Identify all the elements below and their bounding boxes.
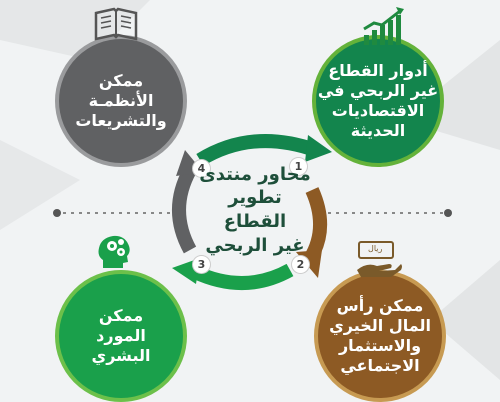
open-book-icon (94, 7, 138, 41)
node-2-number: 2 (292, 256, 309, 273)
node-3-circle: ممكن المورد البشري (55, 270, 187, 402)
node-3-line: ممكن (98, 306, 144, 325)
node-2-line: ممكن رأس (336, 296, 424, 315)
node-4-line: والتشريعات (75, 111, 167, 130)
center-title-line: غير الربحي (205, 234, 305, 256)
node-3-number: 3 (193, 256, 210, 273)
money-label: ريال (368, 244, 383, 253)
node-1-line: الاقتصاديات (331, 101, 425, 120)
node-2-line: والاستثمار (338, 336, 422, 355)
money-hand-icon: ريال (355, 240, 405, 280)
node-1-circle: أدوار القطاع غير الربحي في الاقتصاديات ا… (312, 35, 444, 167)
node-3-line: المورد (96, 326, 146, 345)
node-4-circle: ممكن الأنظمـة والتشريعات (55, 35, 187, 167)
node-1-number: 1 (290, 158, 307, 175)
center-title: محاور منتدى تطوير القطاع غير الربحي (195, 155, 315, 265)
node-4-line: الأنظمـة (88, 91, 154, 110)
node-4-number: 4 (193, 160, 210, 177)
node-1-line: أدوار القطاع (328, 61, 428, 80)
node-4-line: ممكن (98, 71, 144, 90)
node-1-line: الحديثة (350, 121, 406, 140)
hand-icon (357, 241, 402, 277)
node-2-line: الاجتماعي (340, 356, 420, 375)
node-1-line: غير الربحي في (317, 81, 439, 100)
head-gears-icon (98, 235, 130, 268)
growth-chart-icon (363, 7, 404, 45)
node-3-line: البشري (91, 346, 151, 365)
node-2-circle: ممكن رأس المال الخيري والاستثمار الاجتما… (314, 270, 446, 402)
center-title-line: تطوير القطاع (223, 187, 287, 232)
node-2-line: المال الخيري (329, 316, 431, 335)
center-title-line: محاور منتدى (199, 163, 311, 185)
